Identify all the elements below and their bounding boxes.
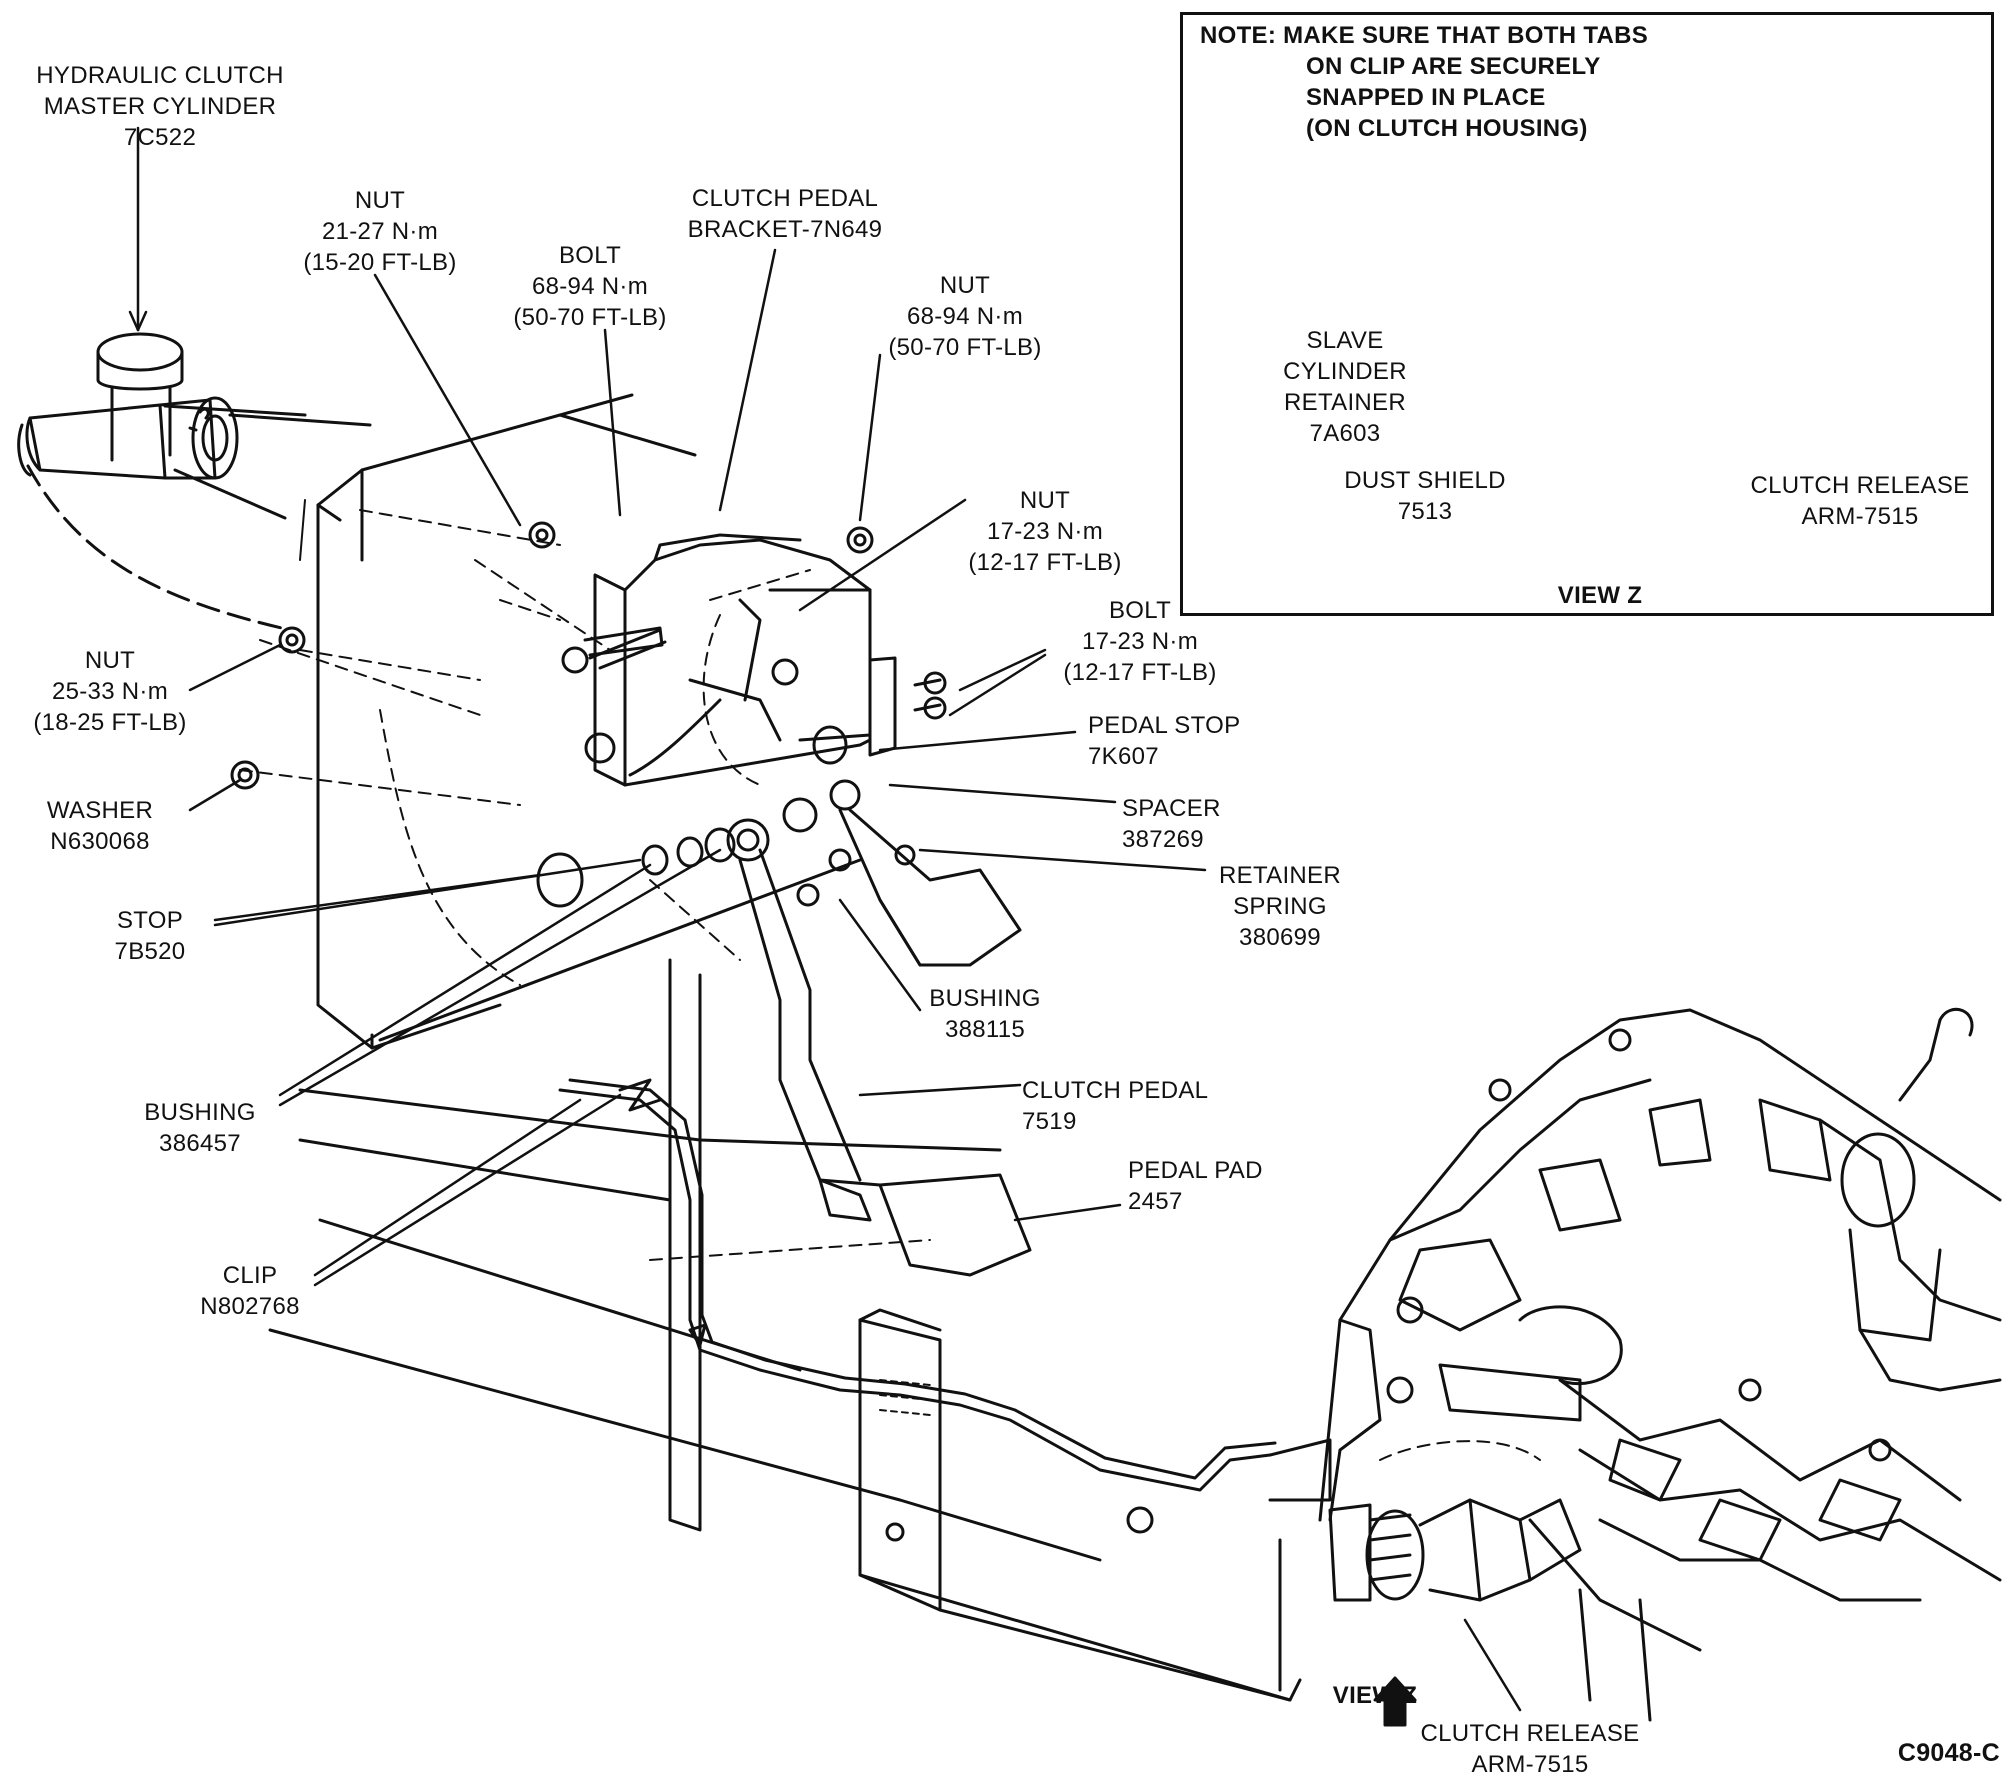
label-stop: STOP 7B520 xyxy=(114,907,186,965)
label-clutch-release-arm-main: CLUTCH RELEASE ARM-7515 xyxy=(1420,1720,1640,1774)
bell-housing xyxy=(1318,1007,2002,1722)
label-nut-25-33: NUT 25-33 N·m (18-25 FT-LB) xyxy=(33,647,187,736)
clutch-pedal xyxy=(536,725,1032,1277)
master-cylinder xyxy=(17,332,372,632)
inset-label-dust-shield: DUST SHIELD 7513 xyxy=(1344,467,1506,525)
label-washer: WASHER N630068 xyxy=(46,797,154,855)
firewall-panel xyxy=(299,393,862,1050)
label-nut-21-27: NUT 21-27 N·m (15-20 FT-LB) xyxy=(303,187,457,276)
floor-structure xyxy=(268,958,1302,1702)
label-nut-68-94: NUT 68-94 N·m (50-70 FT-LB) xyxy=(888,272,1042,361)
label-clutch-pedal-bracket: CLUTCH PEDAL BRACKET-7N649 xyxy=(687,185,883,243)
leader-lines xyxy=(128,126,1522,1712)
view-z-arrow-shape xyxy=(1373,1676,1417,1727)
fasteners xyxy=(230,521,947,790)
label-master-cylinder: HYDRAULIC CLUTCH MASTER CYLINDER 7C522 xyxy=(36,62,284,151)
label-nut-17-23: NUT 17-23 N·m (12-17 FT-LB) xyxy=(968,487,1122,576)
pedal-bracket xyxy=(561,533,872,787)
label-spacer: SPACER 387269 xyxy=(1122,795,1221,853)
label-retainer-spring: RETAINER SPRING 380699 xyxy=(1219,862,1341,951)
label-clip: CLIP N802768 xyxy=(200,1262,300,1320)
label-view-z-pointer: VIEW Z xyxy=(1332,1682,1418,1709)
alignment-lines xyxy=(239,509,931,1261)
label-bolt-17-23: BOLT 17-23 N·m (12-17 FT-LB) xyxy=(1063,597,1217,686)
label-pedal-stop: PEDAL STOP 7K607 xyxy=(1088,712,1241,770)
slave-cylinder xyxy=(1268,1438,1582,1602)
label-bushing-386457: BUSHING 386457 xyxy=(144,1099,256,1157)
inset-label-clutch-release-arm: CLUTCH RELEASE ARM-7515 xyxy=(1750,472,1970,530)
label-bolt-68-94: BOLT 68-94 N·m (50-70 FT-LB) xyxy=(513,242,667,331)
diagram-code: C9048-C xyxy=(1897,1739,2000,1767)
inset-view-title: VIEW Z xyxy=(1557,582,1643,609)
inset-note: NOTE: MAKE SURE THAT BOTH TABS ON CLIP A… xyxy=(1200,22,1649,142)
label-pedal-pad: PEDAL PAD 2457 xyxy=(1128,1157,1263,1215)
hydraulic-line xyxy=(558,1078,1277,1534)
label-bushing-388115: BUSHING 388115 xyxy=(929,985,1041,1043)
inset-label-slave-cylinder-retainer: SLAVE CYLINDER RETAINER 7A603 xyxy=(1283,327,1407,447)
label-clutch-pedal: CLUTCH PEDAL 7519 xyxy=(1022,1077,1209,1135)
inset-view-z-frame xyxy=(1180,12,1994,616)
